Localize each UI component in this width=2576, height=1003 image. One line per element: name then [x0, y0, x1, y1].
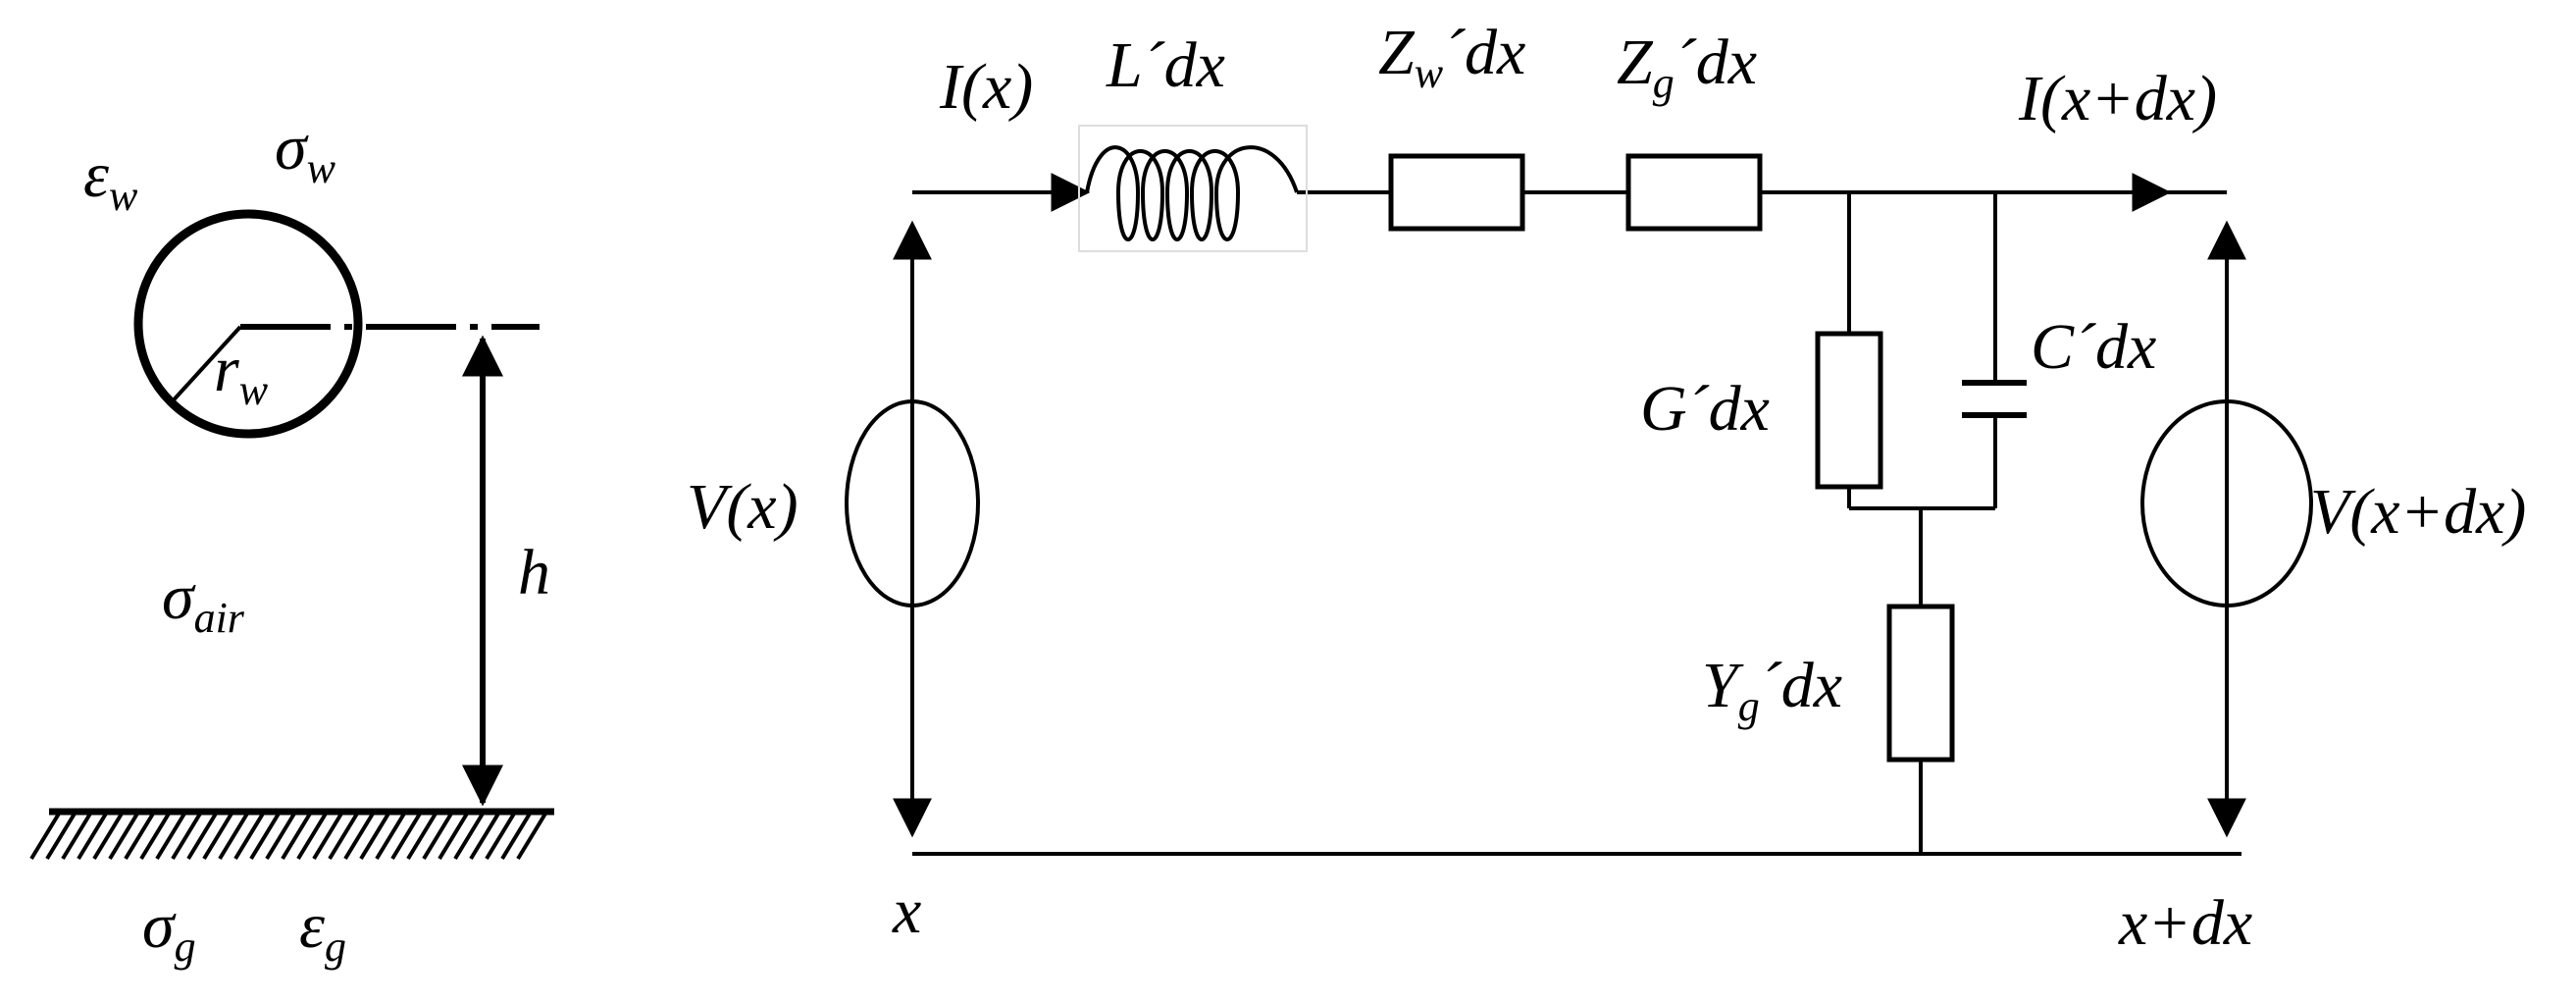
hatch-stroke [202, 812, 233, 861]
hatch-stroke [265, 812, 296, 861]
label-eps-w: εw [83, 139, 138, 220]
hatch-stroke [343, 812, 375, 861]
hatch-stroke [249, 812, 281, 861]
hatch-stroke [390, 812, 422, 861]
label-yg: Yg´dx [1702, 650, 1842, 730]
hatch-stroke [328, 812, 359, 861]
resistor-zw [1388, 153, 1525, 232]
label-zg: Zg´dx [1617, 26, 1757, 107]
hatch-stroke [485, 812, 516, 861]
inductor-box [1078, 125, 1308, 252]
resistor-zg [1625, 153, 1763, 232]
hatch-stroke [469, 812, 500, 861]
resistor-yg [1886, 604, 1955, 763]
label-zw: Zw´dx [1378, 17, 1525, 97]
hatch-stroke [500, 812, 532, 861]
label-voltage-in: V(x) [687, 471, 799, 543]
hatch-stroke [516, 812, 547, 861]
hatch-stroke [61, 812, 92, 861]
label-capacitor: C´dx [2031, 311, 2156, 383]
hatch-stroke [92, 812, 124, 861]
hatch-stroke [171, 812, 202, 861]
hatch-stroke [124, 812, 155, 861]
hatch-stroke [108, 812, 139, 861]
label-voltage-out: V(x+dx) [2310, 476, 2526, 548]
label-current-in: I(x) [939, 51, 1033, 123]
hatch-stroke [453, 812, 485, 861]
hatch-stroke [438, 812, 469, 861]
hatch-stroke [312, 812, 343, 861]
hatch-stroke [45, 812, 77, 861]
hatch-stroke [155, 812, 186, 861]
ground-hatch [29, 812, 547, 861]
hatch-stroke [77, 812, 108, 861]
label-g: G´dx [1640, 373, 1770, 445]
label-current-out: I(x+dx) [2018, 63, 2217, 134]
label-sigma-air: σair [162, 561, 245, 642]
hatch-stroke [139, 812, 171, 861]
hatch-stroke [29, 812, 61, 861]
label-inductor: L´dx [1106, 29, 1225, 101]
hatch-stroke [375, 812, 406, 861]
label-x: x [892, 875, 921, 947]
resistor-g [1815, 331, 1883, 490]
label-eps-g: εg [299, 890, 346, 971]
equivalent-circuit: I(x) I(x+dx) L´dx Zw´dx Zg´dx C´dx G´dx … [687, 17, 2526, 959]
label-sigma-g: σg [142, 890, 196, 971]
hatch-stroke [218, 812, 249, 861]
conductor-circle [133, 209, 363, 439]
label-r-w: rw [214, 334, 269, 414]
hatch-stroke [186, 812, 218, 861]
inductor-coil [1085, 145, 1299, 241]
hatch-stroke [359, 812, 390, 861]
hatch-stroke [296, 812, 328, 861]
label-h: h [518, 537, 550, 608]
label-x-plus-dx: x+dx [2118, 887, 2252, 959]
radius-line [167, 325, 242, 407]
label-sigma-w: σw [275, 112, 336, 192]
hatch-stroke [422, 812, 453, 861]
hatch-stroke [233, 812, 265, 861]
conductor-geometry: εw σw rw h σair σg εg [29, 112, 554, 971]
hatch-stroke [406, 812, 438, 861]
hatch-stroke [281, 812, 312, 861]
